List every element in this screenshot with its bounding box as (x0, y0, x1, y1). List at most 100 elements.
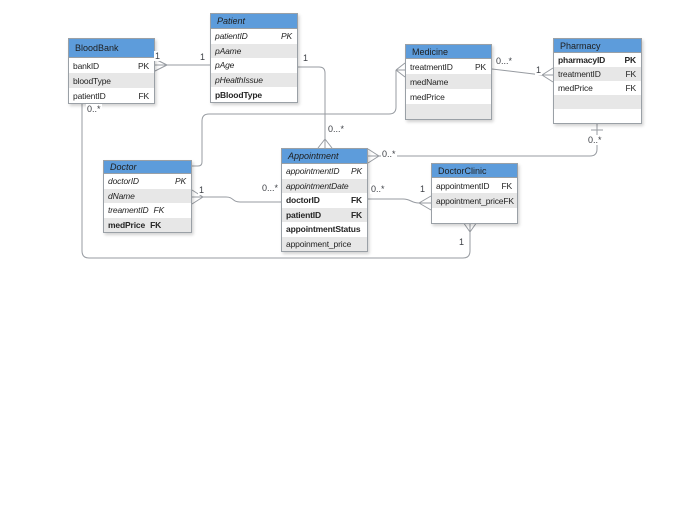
field-name: pHealthIssue (215, 75, 263, 86)
field-key: FK (153, 205, 165, 216)
cardinality-label: 1 (154, 51, 162, 61)
connector-appointment-doctorclinic (368, 195, 432, 211)
field-name: appointmentStatus (286, 224, 361, 235)
cardinality-label: 0...* (261, 183, 280, 193)
empty-row (554, 95, 641, 109)
field-row: medPrice (406, 89, 491, 104)
field-row: treatmentID FK (554, 67, 641, 81)
field-name: bloodType (73, 75, 111, 86)
field-row: medPrice FK (104, 217, 191, 232)
field-name: medPrice (108, 219, 146, 230)
connector-medicine-pharmacy (491, 67, 554, 83)
field-row: treatmentID PK (406, 59, 491, 74)
field-name: treatmentID (558, 69, 601, 79)
field-key: PK (474, 61, 486, 72)
field-row: patientID FK (69, 88, 154, 103)
empty-row (406, 104, 491, 119)
field-name: patientID (73, 90, 106, 101)
cardinality-label: 1 (535, 65, 543, 75)
field-row: bloodType (69, 73, 154, 88)
cardinality-label: 1 (198, 185, 206, 195)
cardinality-label: 0...* (327, 124, 346, 134)
cardinality-label: 1 (419, 184, 427, 194)
field-row: pharmacyID PK (554, 53, 641, 67)
cardinality-label: 0...* (495, 56, 514, 66)
field-name: pBloodType (215, 89, 262, 100)
field-name: treamentID (108, 205, 149, 216)
cardinality-label: 0..* (370, 184, 386, 194)
table-title: Doctor (104, 161, 191, 174)
cardinality-label: 0..* (86, 104, 102, 114)
field-key: FK (503, 195, 514, 206)
table-title: BloodBank (69, 39, 154, 58)
field-row: pAame (211, 43, 297, 59)
empty-row (554, 109, 641, 123)
field-row: appoinment_price (282, 236, 367, 251)
field-row: bankID PK (69, 58, 154, 73)
field-name: medPrice (410, 91, 445, 102)
field-row: appointmentStatus (282, 222, 367, 237)
table-title: Patient (211, 14, 297, 29)
field-name: bankID (73, 60, 100, 71)
connector-bloodbank-doctorclinic (81, 103, 478, 259)
cardinality-label: 1 (458, 237, 466, 247)
field-name: doctorID (286, 195, 320, 206)
cardinality-label: 0..* (587, 135, 603, 145)
field-row: dName (104, 188, 191, 203)
table-medicine: Medicine treatmentID PK medName medPrice (405, 44, 492, 120)
field-name: patientID (286, 209, 322, 220)
cardinality-label: 1 (199, 52, 207, 62)
field-key: FK (150, 219, 162, 230)
connector-doctor-appointment (191, 189, 281, 205)
field-name: dName (108, 190, 135, 201)
connector-appointment-pharmacy (367, 124, 603, 164)
table-bloodbank: BloodBank bankID PK bloodType patientID FK (68, 38, 155, 104)
connector-patient-appointment (298, 66, 333, 149)
field-row: medName (406, 74, 491, 89)
field-row: appointmentID PK (282, 164, 367, 179)
field-name: pharmacyID (558, 55, 606, 65)
field-name: appointmentID (436, 180, 490, 191)
table-title: Pharmacy (554, 39, 641, 53)
field-name: appointmentDate (286, 180, 349, 191)
field-key: PK (350, 166, 362, 177)
field-name: pAge (215, 60, 235, 71)
field-key: PK (280, 31, 292, 42)
connector-medicine-doctor (192, 62, 406, 167)
field-key: FK (501, 180, 512, 191)
field-row: pHealthIssue (211, 72, 297, 88)
field-row: appointmentID FK (432, 178, 517, 193)
cardinality-label: 1 (302, 53, 310, 63)
field-name: appointment_price (436, 195, 504, 206)
field-key: FK (350, 195, 362, 206)
field-name: appoinment_price (286, 238, 352, 249)
field-key: FK (625, 83, 636, 93)
field-row: pBloodType (211, 87, 297, 102)
field-name: appointmentID (286, 166, 340, 177)
field-row: appointmentDate (282, 178, 367, 193)
field-name: treatmentID (410, 61, 453, 72)
field-key: FK (138, 90, 149, 101)
field-key: PK (137, 60, 149, 71)
table-title: Medicine (406, 45, 491, 59)
field-name: pAame (215, 45, 242, 56)
table-title: DoctorClinic (432, 164, 517, 178)
empty-row (432, 208, 517, 223)
field-name: medName (410, 76, 449, 87)
field-row: treamentID FK (104, 203, 191, 218)
field-name: doctorID (108, 176, 139, 187)
field-key: FK (625, 69, 636, 79)
field-key: PK (624, 55, 636, 65)
cardinality-label: 0..* (381, 149, 397, 159)
